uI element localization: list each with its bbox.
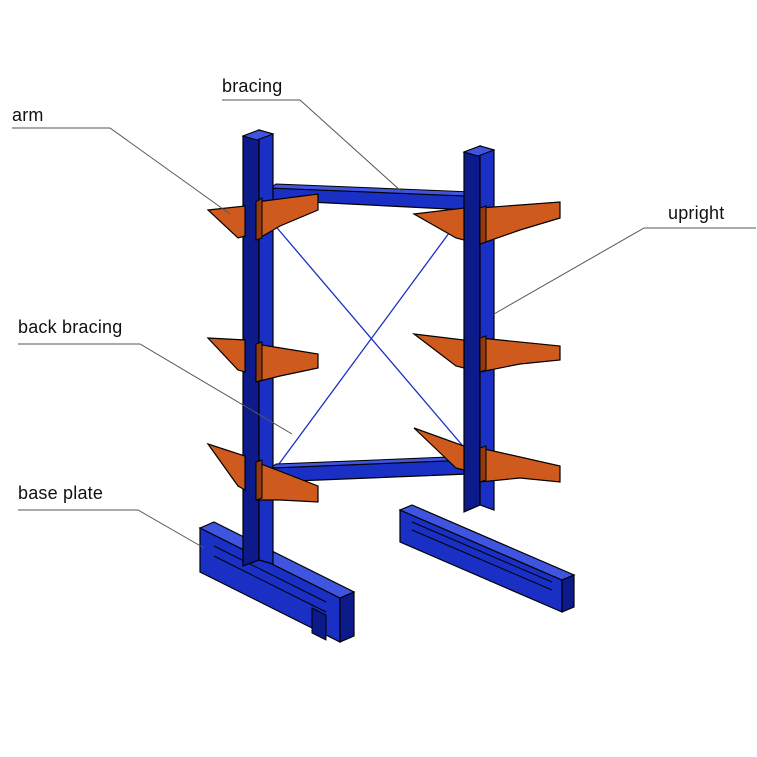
arm-right-mid-back bbox=[411, 333, 465, 369]
leader-line-back-bracing bbox=[18, 343, 293, 435]
leader-lines bbox=[12, 99, 756, 549]
label-upright: upright bbox=[668, 203, 725, 223]
label-base-plate: base plate bbox=[18, 483, 104, 503]
arm-right-top-back bbox=[412, 207, 465, 241]
leader-line-bracing bbox=[222, 99, 403, 193]
arm-left-low-back bbox=[206, 442, 246, 492]
label-back-bracing: back bracing bbox=[18, 317, 123, 337]
leader-line-base-plate bbox=[18, 509, 205, 549]
base-plate-left bbox=[198, 521, 356, 643]
arm-right-low-back bbox=[413, 427, 465, 471]
bracing-bottom bbox=[268, 455, 476, 483]
arm-left-top-front bbox=[255, 193, 319, 242]
arm-right-low-front bbox=[479, 445, 561, 483]
arm-left-low-front bbox=[255, 459, 319, 503]
arm-right-top-front bbox=[479, 201, 561, 245]
leader-line-arm bbox=[12, 127, 231, 215]
label-bracing: bracing bbox=[222, 76, 283, 96]
label-arm: arm bbox=[12, 105, 44, 125]
back-bracing bbox=[271, 209, 469, 469]
arm-left-mid-front bbox=[255, 341, 319, 383]
leader-line-upright bbox=[493, 227, 756, 315]
arm-right-mid-front bbox=[479, 335, 561, 373]
arm-left-mid-back bbox=[206, 337, 246, 373]
base-plate-right bbox=[398, 504, 576, 613]
arm-left-top-back bbox=[206, 205, 246, 239]
